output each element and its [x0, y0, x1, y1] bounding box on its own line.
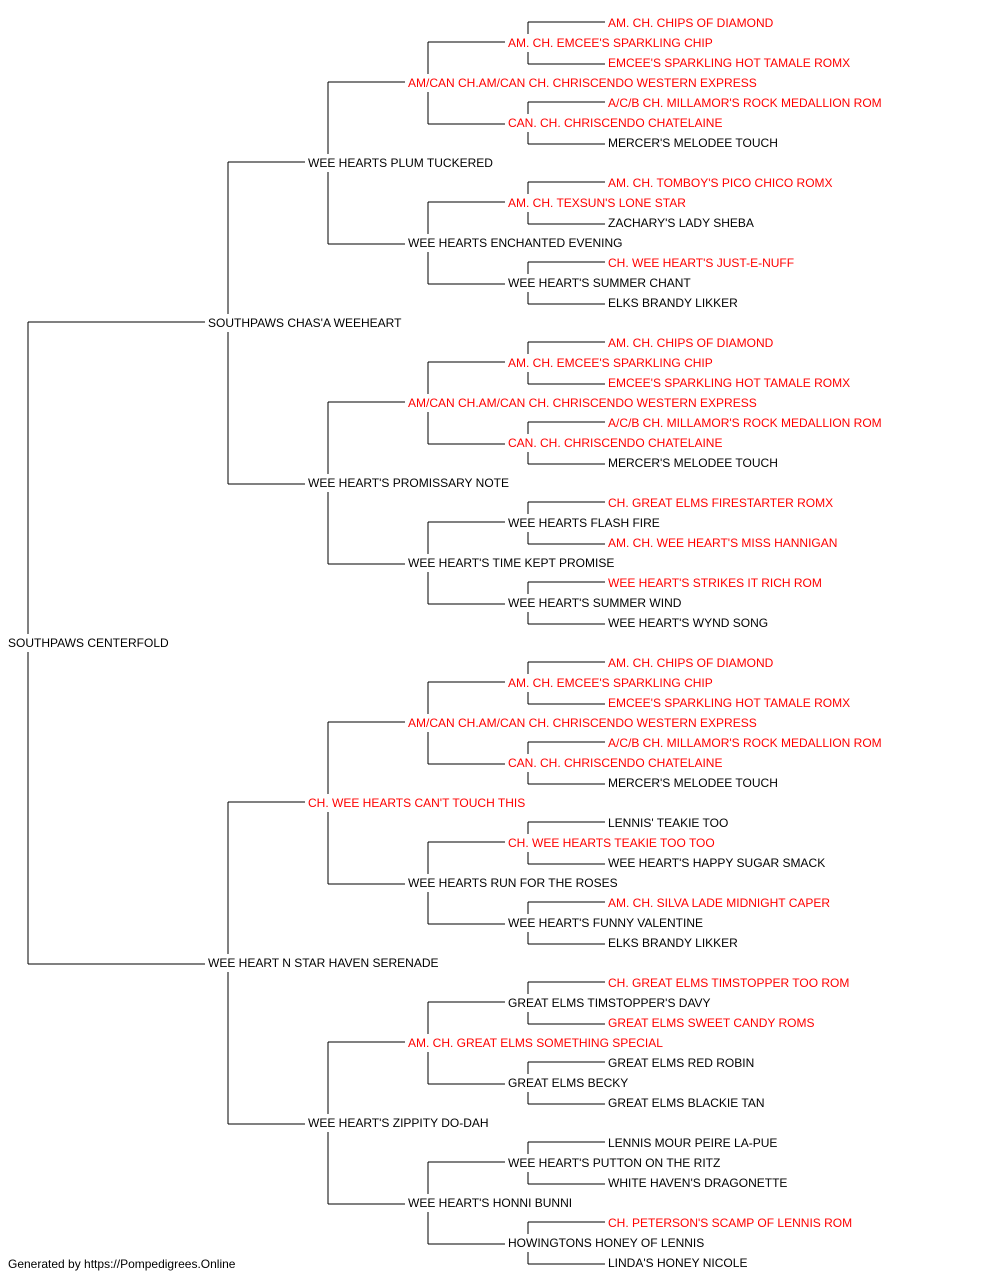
ancestor-name: WEE HEART'S FUNNY VALENTINE: [508, 916, 703, 930]
ancestor-name: GREAT ELMS BECKY: [508, 1076, 628, 1090]
ancestor-name: A/C/B CH. MILLAMOR'S ROCK MEDALLION ROM: [608, 96, 882, 110]
ancestor-name: WEE HEART'S STRIKES IT RICH ROM: [608, 576, 822, 590]
ancestor-name: CH. PETERSON'S SCAMP OF LENNIS ROM: [608, 1216, 852, 1230]
ancestor-name: WEE HEART'S HONNI BUNNI: [408, 1196, 572, 1210]
ancestor-name: WEE HEARTS FLASH FIRE: [508, 516, 660, 530]
ancestor-name: AM. CH. TOMBOY'S PICO CHICO ROMX: [608, 176, 833, 190]
footer-credit: Generated by https://Pompedigrees.Online: [8, 1257, 236, 1271]
ancestor-name: EMCEE'S SPARKLING HOT TAMALE ROMX: [608, 56, 850, 70]
ancestor-name: WEE HEART'S HAPPY SUGAR SMACK: [608, 856, 825, 870]
ancestor-name: EMCEE'S SPARKLING HOT TAMALE ROMX: [608, 376, 850, 390]
ancestor-name: WEE HEART'S ZIPPITY DO-DAH: [308, 1116, 489, 1130]
ancestor-name: WEE HEART'S PUTTON ON THE RITZ: [508, 1156, 720, 1170]
ancestor-name: AM/CAN CH.AM/CAN CH. CHRISCENDO WESTERN …: [408, 76, 757, 90]
ancestor-name: GREAT ELMS BLACKIE TAN: [608, 1096, 765, 1110]
ancestor-name: WEE HEART N STAR HAVEN SERENADE: [208, 956, 439, 970]
ancestor-name: GREAT ELMS RED ROBIN: [608, 1056, 754, 1070]
ancestor-name: HOWINGTONS HONEY OF LENNIS: [508, 1236, 704, 1250]
connector-lines: [27, 21, 605, 1265]
ancestor-name: GREAT ELMS SWEET CANDY ROMS: [608, 1016, 814, 1030]
ancestor-name: WEE HEARTS RUN FOR THE ROSES: [408, 876, 618, 890]
ancestor-name: AM/CAN CH.AM/CAN CH. CHRISCENDO WESTERN …: [408, 716, 757, 730]
ancestor-name: AM. CH. EMCEE'S SPARKLING CHIP: [508, 676, 713, 690]
ancestor-name: LINDA'S HONEY NICOLE: [608, 1256, 747, 1270]
ancestor-name: WHITE HAVEN'S DRAGONETTE: [608, 1176, 787, 1190]
ancestor-name: A/C/B CH. MILLAMOR'S ROCK MEDALLION ROM: [608, 416, 882, 430]
ancestor-name: AM. CH. WEE HEART'S MISS HANNIGAN: [608, 536, 837, 550]
ancestor-name: AM. CH. GREAT ELMS SOMETHING SPECIAL: [408, 1036, 663, 1050]
ancestor-name: WEE HEART'S WYND SONG: [608, 616, 768, 630]
ancestor-name: CH. GREAT ELMS FIRESTARTER ROMX: [608, 496, 833, 510]
ancestor-name: AM. CH. CHIPS OF DIAMOND: [608, 336, 774, 350]
ancestor-name: LENNIS' TEAKIE TOO: [608, 816, 728, 830]
ancestor-name: ZACHARY'S LADY SHEBA: [608, 216, 754, 230]
ancestor-name: ELKS BRANDY LIKKER: [608, 936, 738, 950]
ancestor-name: WEE HEART'S SUMMER CHANT: [508, 276, 691, 290]
ancestor-name: SOUTHPAWS CHAS'A WEEHEART: [208, 316, 402, 330]
ancestor-name: MERCER'S MELODEE TOUCH: [608, 456, 778, 470]
ancestor-name: WEE HEART'S SUMMER WIND: [508, 596, 682, 610]
ancestor-name: CAN. CH. CHRISCENDO CHATELAINE: [508, 436, 722, 450]
ancestor-name: ELKS BRANDY LIKKER: [608, 296, 738, 310]
ancestor-name: WEE HEARTS ENCHANTED EVENING: [408, 236, 622, 250]
ancestor-name: WEE HEART'S TIME KEPT PROMISE: [408, 556, 614, 570]
ancestor-name: EMCEE'S SPARKLING HOT TAMALE ROMX: [608, 696, 850, 710]
ancestor-name: AM. CH. TEXSUN'S LONE STAR: [508, 196, 686, 210]
ancestor-name: AM. CH. SILVA LADE MIDNIGHT CAPER: [608, 896, 830, 910]
ancestor-name: LENNIS MOUR PEIRE LA-PUE: [608, 1136, 777, 1150]
ancestor-name: CH. WEE HEART'S JUST-E-NUFF: [608, 256, 794, 270]
ancestor-name: CAN. CH. CHRISCENDO CHATELAINE: [508, 116, 722, 130]
ancestor-name: MERCER'S MELODEE TOUCH: [608, 136, 778, 150]
ancestor-name: CH. WEE HEARTS CAN'T TOUCH THIS: [308, 796, 525, 810]
ancestor-name: WEE HEART'S PROMISSARY NOTE: [308, 476, 509, 490]
ancestor-name: CH. WEE HEARTS TEAKIE TOO TOO: [508, 836, 715, 850]
ancestor-name: AM/CAN CH.AM/CAN CH. CHRISCENDO WESTERN …: [408, 396, 757, 410]
ancestor-name: A/C/B CH. MILLAMOR'S ROCK MEDALLION ROM: [608, 736, 882, 750]
name-labels: SOUTHPAWS CENTERFOLD SOUTHPAWS CHAS'A WEE…: [8, 16, 882, 1270]
ancestor-name: AM. CH. EMCEE'S SPARKLING CHIP: [508, 356, 713, 370]
ancestor-name: AM. CH. CHIPS OF DIAMOND: [608, 16, 774, 30]
ancestor-name: AM. CH. CHIPS OF DIAMOND: [608, 656, 774, 670]
ancestor-name: GREAT ELMS TIMSTOPPER'S DAVY: [508, 996, 711, 1010]
subject-name: SOUTHPAWS CENTERFOLD: [8, 636, 169, 650]
ancestor-name: CH. GREAT ELMS TIMSTOPPER TOO ROM: [608, 976, 849, 990]
ancestor-name: WEE HEARTS PLUM TUCKERED: [308, 156, 493, 170]
ancestor-name: CAN. CH. CHRISCENDO CHATELAINE: [508, 756, 722, 770]
ancestor-name: AM. CH. EMCEE'S SPARKLING CHIP: [508, 36, 713, 50]
ancestor-name: MERCER'S MELODEE TOUCH: [608, 776, 778, 790]
